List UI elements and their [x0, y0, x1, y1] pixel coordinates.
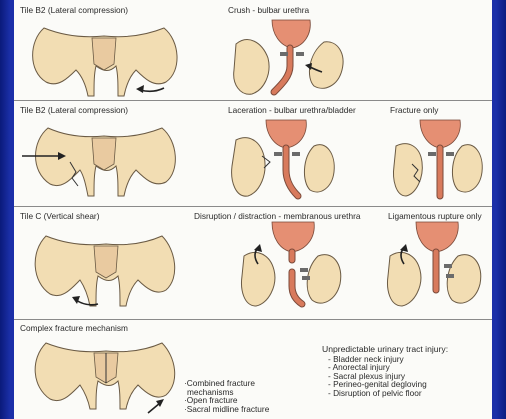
row-title: Tile B2 (Lateral compression) [20, 5, 128, 15]
list-item: - Disruption of pelvic floor [322, 389, 448, 398]
pelvis-illustration [26, 222, 176, 318]
ligament-rupture-illustration [386, 220, 486, 316]
row-tile-c: Tile C (Vertical shear) Disruption / dis… [14, 206, 492, 319]
row-title: Tile C (Vertical shear) [20, 211, 99, 221]
row-title: Tile B2 (Lateral compression) [20, 105, 128, 115]
unpredictable-injury-list: Unpredictable urinary tract injury: - Bl… [322, 345, 448, 398]
row-complex-fracture: Complex fracture mechanism ·Combined fra… [14, 319, 492, 419]
urethra-crush-illustration [228, 14, 348, 100]
urethra-distraction-illustration [240, 220, 352, 316]
fracture-only-illustration [392, 118, 486, 204]
injury-label: Fracture only [390, 105, 438, 115]
mechanisms-list: ·Combined fracture mechanisms ·Open frac… [184, 379, 269, 413]
injury-label: Laceration - bulbar urethra/bladder [228, 105, 356, 115]
urethra-laceration-illustration [228, 116, 340, 204]
pelvis-illustration [26, 333, 176, 417]
pelvis-illustration [20, 116, 180, 208]
mechanism-item: ·Sacral midline fracture [184, 405, 269, 414]
row-title: Complex fracture mechanism [20, 323, 128, 333]
list-heading: Unpredictable urinary tract injury: [322, 345, 448, 354]
figure-panel: Tile B2 (Lateral compression) Crush - bu… [14, 0, 492, 419]
pelvis-illustration [24, 16, 174, 106]
row-tile-b2-crush: Tile B2 (Lateral compression) Crush - bu… [14, 0, 492, 100]
row-tile-b2-laceration: Tile B2 (Lateral compression) Laceration… [14, 100, 492, 206]
